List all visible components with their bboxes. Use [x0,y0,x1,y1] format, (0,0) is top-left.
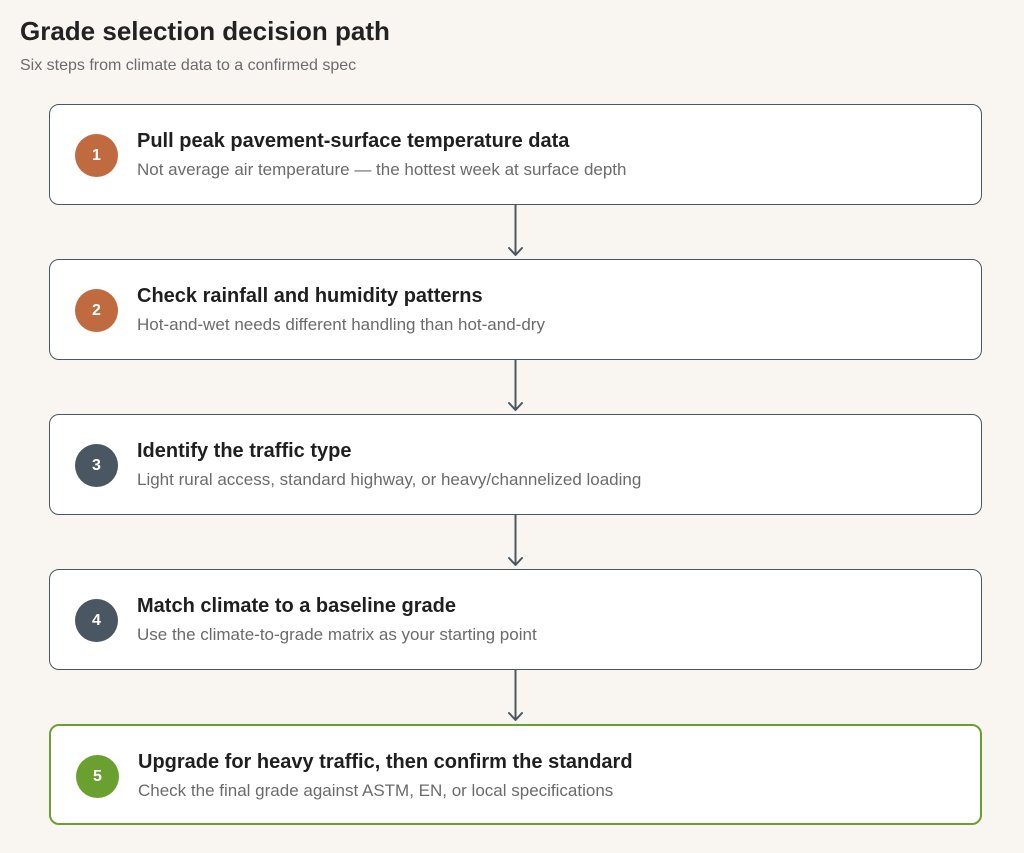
page-subtitle: Six steps from climate data to a confirm… [20,57,357,74]
step-card-2: 2 Check rainfall and humidity patterns H… [49,259,982,360]
page-title: Grade selection decision path [20,16,390,46]
step-title: Identify the traffic type [137,440,352,462]
step-title: Upgrade for heavy traffic, then confirm … [138,751,633,773]
connector-2-3 [49,360,982,414]
step-title: Match climate to a baseline grade [137,595,456,617]
decision-path-flow: 1 Pull peak pavement-surface temperature… [49,104,982,825]
step-description: Not average air temperature — the hottes… [137,160,627,179]
step-card-4: 4 Match climate to a baseline grade Use … [49,569,982,670]
arrow-down-icon [508,360,523,411]
step-description: Hot-and-wet needs different handling tha… [137,315,545,334]
step-title: Pull peak pavement-surface temperature d… [137,130,570,152]
arrow-down-icon [508,670,523,721]
step-description: Light rural access, standard highway, or… [137,470,642,489]
step-card-5: 5 Upgrade for heavy traffic, then confir… [49,724,982,825]
step-number-badge: 4 [75,599,118,642]
step-card-1: 1 Pull peak pavement-surface temperature… [49,104,982,205]
step-description: Use the climate-to-grade matrix as your … [137,625,537,644]
connector-1-2 [49,205,982,259]
step-number-badge: 1 [75,134,118,177]
step-card-3: 3 Identify the traffic type Light rural … [49,414,982,515]
step-title: Check rainfall and humidity patterns [137,285,483,307]
connector-3-4 [49,515,982,569]
step-description: Check the final grade against ASTM, EN, … [138,781,614,800]
step-number-badge: 5 [76,755,119,798]
arrow-down-icon [508,515,523,566]
arrow-down-icon [508,205,523,256]
step-number-badge: 2 [75,289,118,332]
connector-4-5 [49,670,982,724]
step-number-badge: 3 [75,444,118,487]
